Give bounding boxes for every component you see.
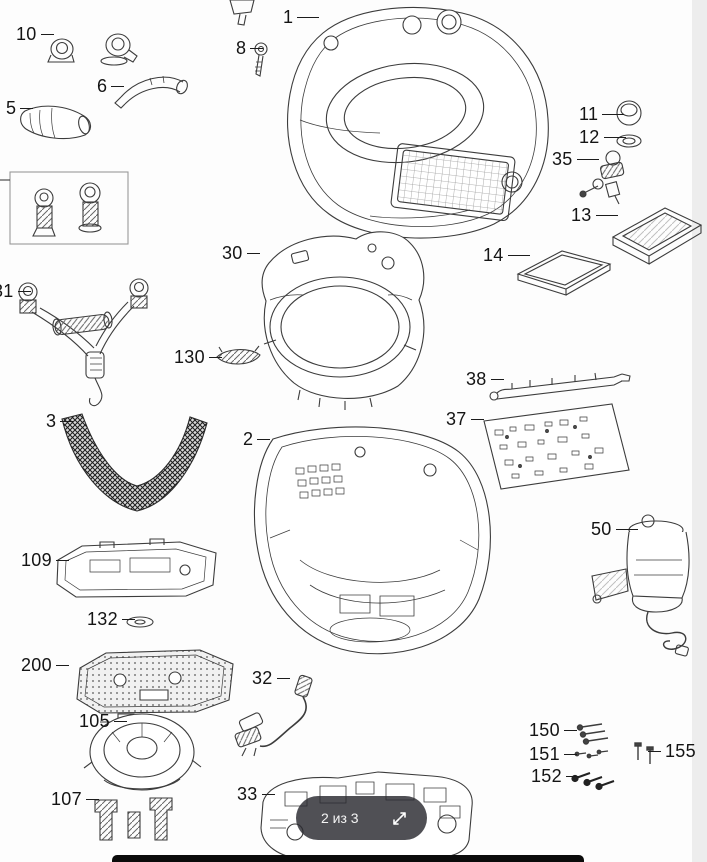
part-37-drawing bbox=[483, 403, 630, 490]
callout-130: 130 bbox=[174, 348, 222, 366]
right-edge-band bbox=[692, 0, 707, 862]
part-30-drawing bbox=[261, 231, 425, 410]
callout-107: 107 bbox=[51, 790, 99, 808]
callout-11: 11 bbox=[579, 105, 625, 123]
part-31-drawing bbox=[18, 278, 149, 407]
part-6-drawing bbox=[114, 75, 188, 109]
page-indicator: 2 из 3 bbox=[321, 810, 359, 826]
part-200-drawing bbox=[76, 649, 234, 714]
image-pager-pill[interactable]: 2 из 3 bbox=[296, 796, 427, 840]
callout-151: 151 bbox=[529, 745, 577, 763]
callout-13: 13 bbox=[571, 206, 618, 224]
part-105-drawing bbox=[83, 713, 202, 791]
callout-35: 35 bbox=[552, 150, 599, 168]
callout-152: 152 bbox=[531, 767, 579, 785]
part-1-drawing bbox=[287, 6, 549, 239]
part-107-drawing bbox=[94, 797, 173, 841]
callout-31: 31 bbox=[0, 282, 31, 300]
part-11-12-35-drawing bbox=[579, 100, 642, 205]
callout-132: 132 bbox=[87, 610, 135, 628]
part-3-drawing bbox=[61, 413, 208, 512]
callout-109: 109 bbox=[21, 551, 69, 569]
callout-155: 155 bbox=[648, 742, 696, 760]
part-38-drawing bbox=[489, 372, 631, 401]
callout-8: 8 bbox=[236, 39, 264, 57]
callout-33: 33 bbox=[237, 785, 275, 803]
part-130-drawing bbox=[216, 345, 261, 365]
callout-3: 3 bbox=[46, 412, 74, 430]
callout-150: 150 bbox=[529, 721, 577, 739]
callout-32: 32 bbox=[252, 669, 290, 687]
callout-1: 1 bbox=[283, 8, 320, 26]
callout-6: 6 bbox=[97, 77, 125, 95]
callout-30: 30 bbox=[222, 244, 260, 262]
callout-200: 200 bbox=[21, 656, 69, 674]
callout-37: 37 bbox=[446, 410, 484, 428]
expand-fullscreen-icon[interactable] bbox=[391, 810, 408, 827]
callout-2: 2 bbox=[243, 430, 271, 448]
part-14-drawing bbox=[516, 250, 612, 296]
callout-38: 38 bbox=[466, 370, 504, 388]
part-109-drawing bbox=[56, 538, 217, 598]
part-13-drawing bbox=[611, 207, 703, 265]
part-32-drawing bbox=[234, 674, 313, 757]
part-2-drawing bbox=[253, 426, 491, 655]
part-8-drawing bbox=[254, 42, 268, 77]
callout-12: 12 bbox=[579, 128, 626, 146]
part-10-drawing bbox=[47, 33, 138, 66]
bottom-sheet-edge bbox=[112, 855, 584, 862]
part-top-edge-fragment bbox=[229, 0, 255, 26]
part-5-drawing bbox=[20, 105, 92, 140]
part-152-drawing bbox=[571, 772, 615, 791]
callout-14: 14 bbox=[483, 246, 530, 264]
part-50-drawing bbox=[591, 514, 690, 657]
callout-5: 5 bbox=[6, 99, 34, 117]
part-150-drawing bbox=[576, 723, 609, 745]
part-132-drawing bbox=[126, 616, 154, 628]
callout-105: 105 bbox=[79, 712, 127, 730]
part-151-drawing bbox=[574, 749, 609, 759]
callout-10: 10 bbox=[16, 25, 54, 43]
part-155-drawing bbox=[634, 742, 654, 764]
callout-50: 50 bbox=[591, 520, 638, 538]
grouped-parts-box bbox=[0, 171, 129, 245]
